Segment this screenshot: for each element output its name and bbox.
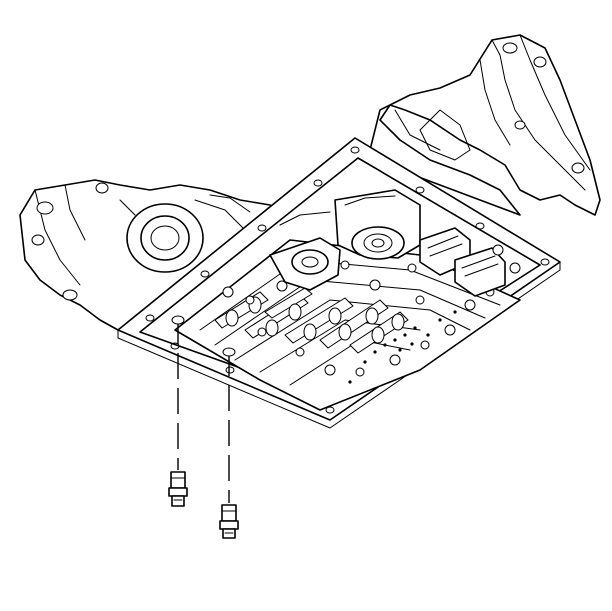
callout-bolt-2 <box>219 350 239 539</box>
valve-body-icon <box>174 239 521 411</box>
electrical-connector-icon <box>419 227 521 297</box>
callout-bolt-1 <box>168 318 188 507</box>
transmission-case-icon <box>19 34 601 331</box>
solenoid-icon <box>269 189 421 291</box>
bolt-icon <box>219 504 239 539</box>
bolt-icon <box>168 471 188 507</box>
